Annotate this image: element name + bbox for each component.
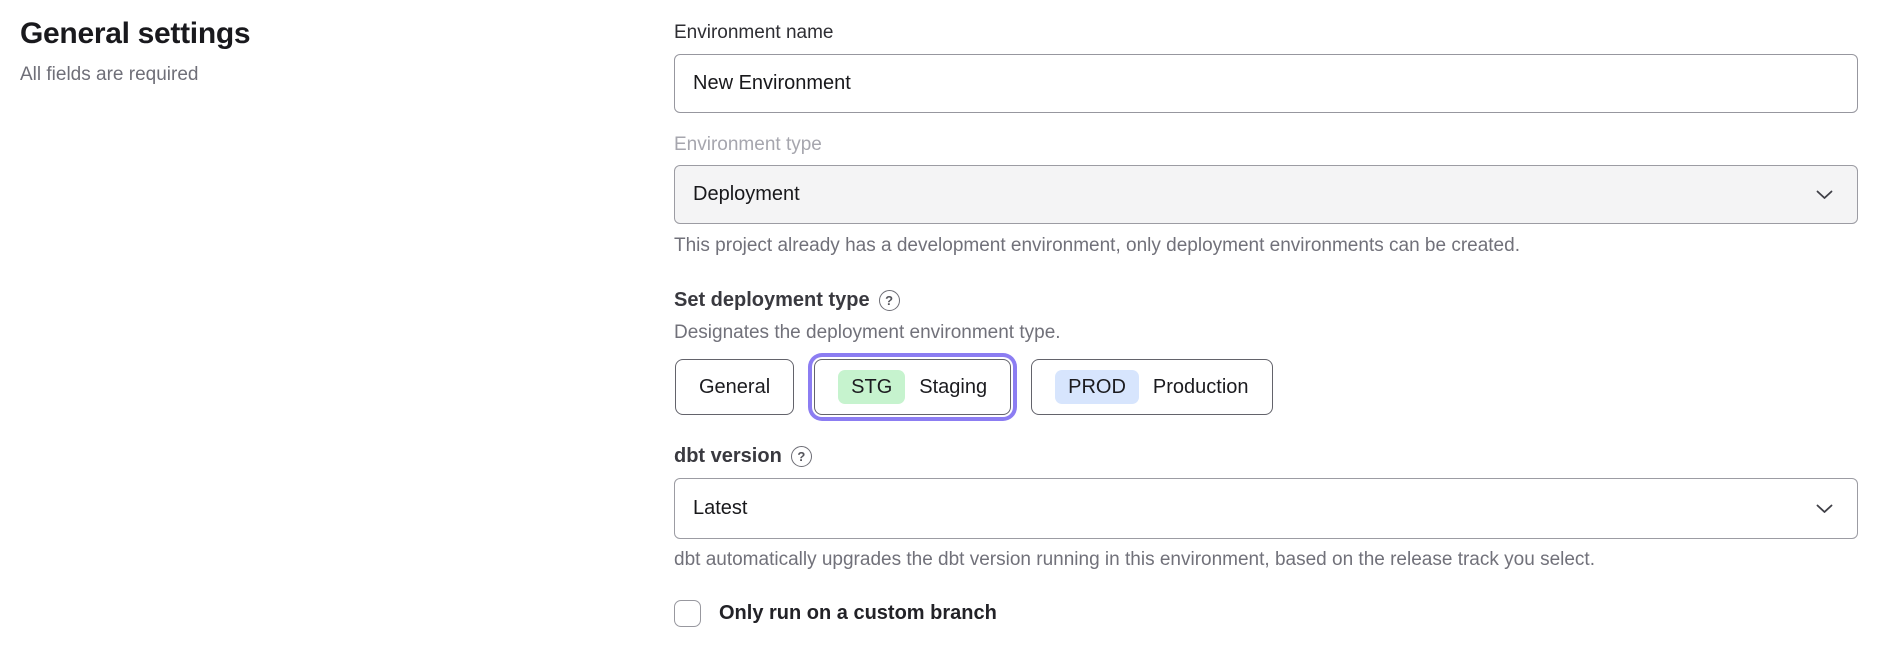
environment-type-label: Environment type bbox=[674, 134, 822, 155]
deployment-type-general-label: General bbox=[699, 375, 771, 398]
environment-type-value: Deployment bbox=[693, 183, 800, 205]
page-subtitle: All fields are required bbox=[20, 64, 199, 85]
dbt-version-label: dbt version ? bbox=[674, 444, 1858, 468]
deployment-type-label: Set deployment type ? bbox=[674, 288, 1858, 312]
dbt-version-helper: dbt automatically upgrades the dbt versi… bbox=[674, 549, 1595, 570]
custom-branch-checkbox[interactable] bbox=[674, 600, 701, 627]
settings-intro: General settings All fields are required bbox=[20, 16, 580, 86]
dbt-version-select[interactable]: Latest bbox=[674, 478, 1858, 539]
custom-branch-row: Only run on a custom branch bbox=[674, 600, 1858, 627]
page-title: General settings bbox=[20, 17, 251, 50]
custom-branch-label: Only run on a custom branch bbox=[719, 602, 997, 624]
deployment-type-description: Designates the deployment environment ty… bbox=[674, 322, 1061, 343]
environment-settings-form: Environment name Environment type Deploy… bbox=[674, 0, 1858, 627]
dbt-version-label-text: dbt version bbox=[674, 445, 782, 467]
environment-type-select: Deployment bbox=[674, 165, 1858, 224]
deployment-type-production-button[interactable]: PROD Production bbox=[1031, 359, 1273, 415]
help-icon[interactable]: ? bbox=[878, 289, 900, 311]
chevron-down-icon bbox=[1816, 190, 1833, 200]
environment-type-helper: This project already has a development e… bbox=[674, 235, 1520, 256]
dbt-version-value: Latest bbox=[693, 497, 748, 519]
environment-name-input[interactable] bbox=[674, 54, 1858, 113]
deployment-type-label-text: Set deployment type bbox=[674, 289, 870, 311]
production-badge: PROD bbox=[1055, 370, 1139, 404]
staging-badge: STG bbox=[838, 370, 906, 404]
deployment-type-production-label: Production bbox=[1152, 375, 1249, 398]
deployment-type-options: General STG Staging PROD Production bbox=[674, 359, 1858, 415]
help-icon[interactable]: ? bbox=[790, 445, 812, 467]
environment-name-label: Environment name bbox=[674, 22, 834, 43]
deployment-type-staging-label: Staging bbox=[919, 375, 988, 398]
deployment-type-staging-button[interactable]: STG Staging bbox=[814, 359, 1012, 415]
chevron-down-icon bbox=[1816, 504, 1833, 514]
deployment-type-general-button[interactable]: General bbox=[675, 359, 795, 415]
